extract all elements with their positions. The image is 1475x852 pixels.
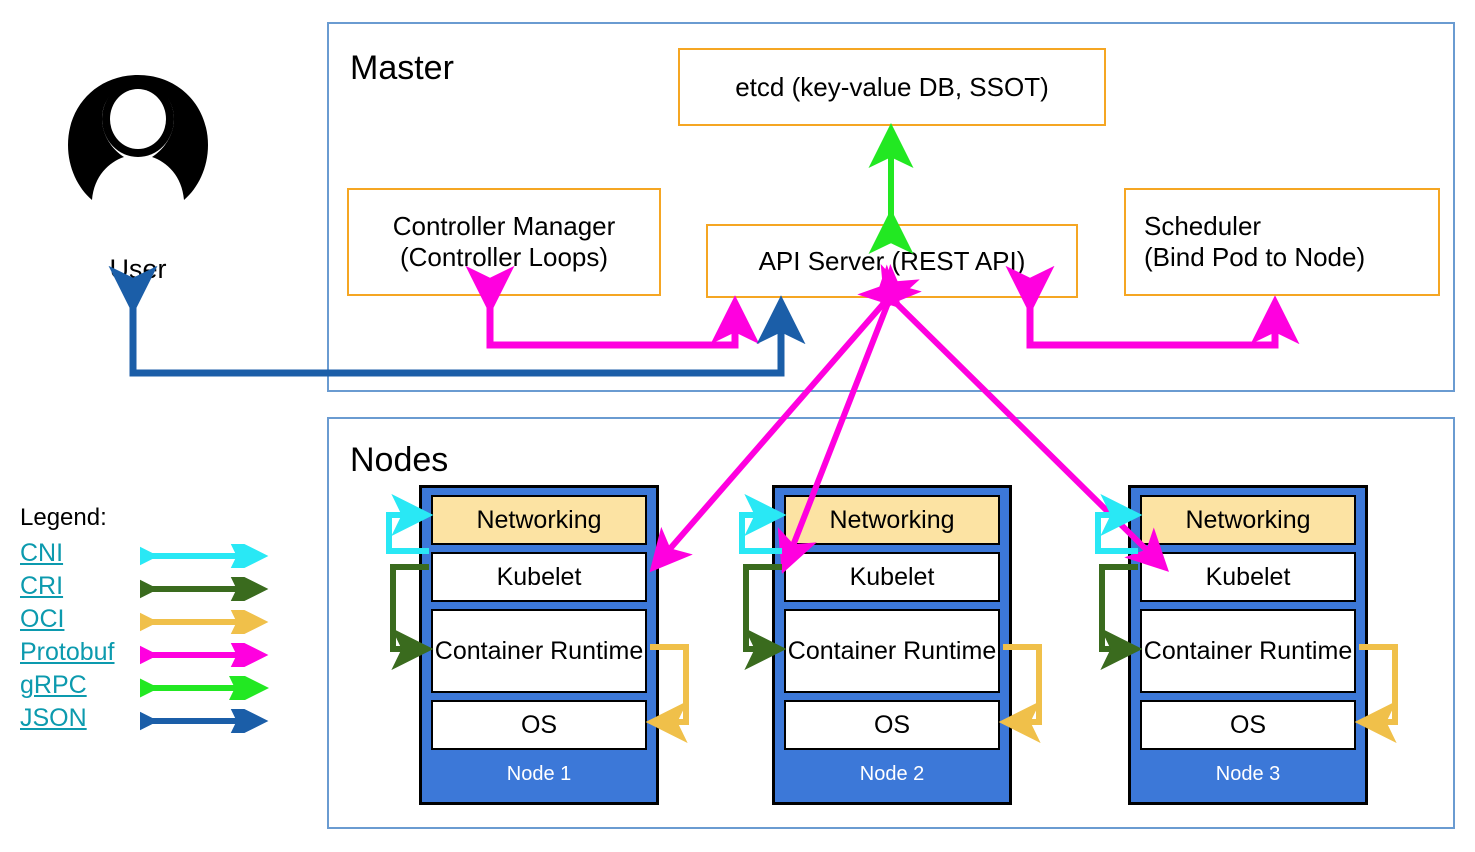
- node-3-networking-label: Networking: [1185, 506, 1311, 534]
- legend-arrow-json: [140, 709, 269, 733]
- node-2-name: Node 2: [859, 763, 925, 785]
- legend-link-oci[interactable]: OCI: [20, 605, 65, 633]
- node-1-layer-networking[interactable]: Networking: [431, 495, 647, 545]
- legend-arrow-cri: [140, 577, 269, 601]
- controller-manager-label-line2: (Controller Loops): [399, 242, 609, 272]
- node-card-3[interactable]: Networking Kubelet Container Runtime OS …: [1128, 485, 1368, 805]
- legend-arrow-protobuf: [140, 643, 269, 667]
- legend-row-cri: CRI: [20, 573, 300, 606]
- node-card-2[interactable]: Networking Kubelet Container Runtime OS …: [772, 485, 1012, 805]
- node-1-name: Node 1: [506, 763, 572, 785]
- legend-link-json[interactable]: JSON: [20, 704, 87, 732]
- node-card-1[interactable]: Networking Kubelet Container Runtime OS …: [419, 485, 659, 805]
- node-2-layer-os[interactable]: OS: [784, 700, 1000, 750]
- node-3-layer-networking[interactable]: Networking: [1140, 495, 1356, 545]
- scheduler-label-line2: (Bind Pod to Node): [1144, 242, 1366, 272]
- legend-row-grpc: gRPC: [20, 672, 300, 705]
- legend-row-protobuf: Protobuf: [20, 639, 300, 672]
- nodes-group-title: Nodes: [350, 441, 449, 479]
- node-2-layer-networking[interactable]: Networking: [784, 495, 1000, 545]
- node-1-container-runtime-label: Container Runtime: [434, 637, 644, 665]
- legend-row-json: JSON: [20, 705, 300, 738]
- legend-row-cni: CNI: [20, 540, 300, 573]
- node-2-os-label: OS: [873, 711, 911, 739]
- legend-link-protobuf[interactable]: Protobuf: [20, 638, 115, 666]
- controller-manager-box[interactable]: Controller Manager (Controller Loops): [347, 188, 661, 296]
- legend-link-grpc[interactable]: gRPC: [20, 671, 87, 699]
- node-2-layer-container-runtime[interactable]: Container Runtime: [784, 609, 1000, 693]
- legend-link-cni[interactable]: CNI: [20, 539, 64, 567]
- legend: Legend: CNI CRI OCI Protobuf: [20, 506, 300, 738]
- controller-manager-label-line1: Controller Manager: [392, 211, 616, 242]
- node-2-kubelet-label: Kubelet: [849, 563, 935, 591]
- node-3-layer-kubelet[interactable]: Kubelet: [1140, 552, 1356, 602]
- node-3-layer-container-runtime[interactable]: Container Runtime: [1140, 609, 1356, 693]
- legend-arrow-cni: [140, 544, 269, 568]
- master-group-title: Master: [350, 49, 454, 87]
- node-3-layer-os[interactable]: OS: [1140, 700, 1356, 750]
- node-2-networking-label: Networking: [829, 506, 955, 534]
- node-2-container-runtime-label: Container Runtime: [787, 637, 997, 665]
- api-server-label: API Server (REST API): [758, 245, 1026, 276]
- node-1-layer-os[interactable]: OS: [431, 700, 647, 750]
- node-3-os-label: OS: [1229, 711, 1267, 739]
- etcd-box[interactable]: etcd (key-value DB, SSOT): [678, 48, 1106, 126]
- node-3-kubelet-label: Kubelet: [1205, 563, 1291, 591]
- node-3-container-runtime-label: Container Runtime: [1143, 637, 1353, 665]
- etcd-label: etcd (key-value DB, SSOT): [735, 71, 1049, 102]
- node-3-name: Node 3: [1215, 763, 1281, 785]
- node-1-os-label: OS: [520, 711, 558, 739]
- node-1-layer-container-runtime[interactable]: Container Runtime: [431, 609, 647, 693]
- api-server-box[interactable]: API Server (REST API): [706, 224, 1078, 298]
- scheduler-box[interactable]: Scheduler (Bind Pod to Node): [1124, 188, 1440, 296]
- user-label: User: [109, 254, 167, 284]
- node-2-layer-kubelet[interactable]: Kubelet: [784, 552, 1000, 602]
- legend-row-oci: OCI: [20, 606, 300, 639]
- legend-title: Legend:: [20, 504, 107, 531]
- legend-arrow-grpc: [140, 676, 269, 700]
- node-1-layer-kubelet[interactable]: Kubelet: [431, 552, 647, 602]
- node-1-kubelet-label: Kubelet: [496, 563, 582, 591]
- user-avatar-icon: [64, 73, 212, 208]
- legend-link-cri[interactable]: CRI: [20, 572, 64, 600]
- node-1-networking-label: Networking: [476, 506, 602, 534]
- legend-arrow-oci: [140, 610, 269, 634]
- scheduler-label-line1: Scheduler: [1144, 211, 1262, 242]
